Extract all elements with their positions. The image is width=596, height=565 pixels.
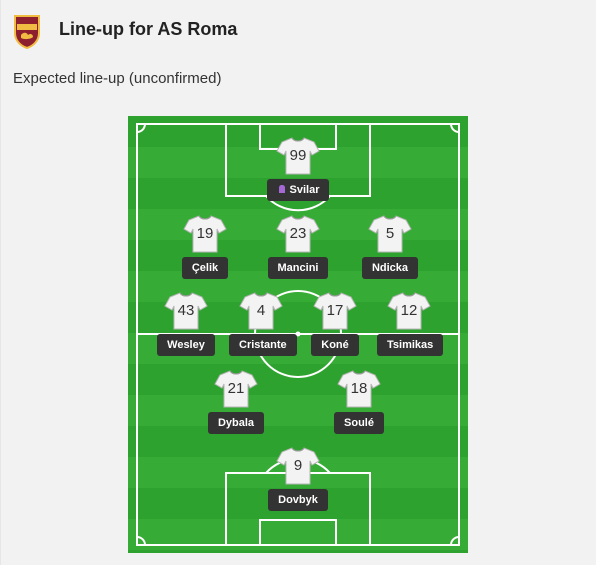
player-name-label: Mancini xyxy=(267,257,329,279)
shirt-icon: 99 xyxy=(276,136,320,176)
player-name: Tsimikas xyxy=(387,339,434,351)
shirt-number: 19 xyxy=(196,225,214,242)
player-name-label: Wesley xyxy=(157,334,215,356)
shirt-number: 43 xyxy=(177,302,195,319)
shirt-icon: 9 xyxy=(276,446,320,486)
player-name-label: Soulé xyxy=(334,412,384,434)
shirt-icon: 23 xyxy=(276,214,320,254)
shirt-number: 99 xyxy=(289,147,307,164)
shirt-icon: 17 xyxy=(313,291,357,331)
player-name: Wesley xyxy=(167,339,205,351)
shirt-number: 17 xyxy=(326,302,344,319)
shirt-number: 18 xyxy=(350,380,368,397)
shirt-icon: 4 xyxy=(239,291,283,331)
shirt-number: 23 xyxy=(289,225,307,242)
shirt-icon: 19 xyxy=(183,214,227,254)
shirt-number: 4 xyxy=(256,302,266,319)
shirt-icon: 18 xyxy=(337,369,381,409)
player-name-label: Cristante xyxy=(229,334,297,356)
goalkeeper-glove-icon xyxy=(277,184,290,196)
player-name: Mancini xyxy=(277,262,319,274)
player-name: Dybala xyxy=(217,417,255,429)
shirt-icon: 12 xyxy=(387,291,431,331)
player-name-label: Çelik xyxy=(181,257,229,279)
player-name: Ndicka xyxy=(371,262,409,274)
player-name-label: Svilar xyxy=(266,179,330,201)
player-name-label: Ndicka xyxy=(361,257,419,279)
page-title: Line-up for AS Roma xyxy=(59,19,238,39)
shirt-number: 5 xyxy=(385,225,395,242)
player-name: Cristante xyxy=(239,339,287,351)
player-name: Dovbyk xyxy=(278,494,318,506)
shirt-icon: 21 xyxy=(214,369,258,409)
player-name: Svilar xyxy=(289,184,320,196)
shirt-number: 9 xyxy=(293,457,303,474)
lineup-status: Expected line-up (unconfirmed) xyxy=(13,70,222,87)
player-name: Çelik xyxy=(191,262,219,274)
player-name-label: Koné xyxy=(311,334,359,356)
player-name-label: Dybala xyxy=(207,412,265,434)
as-roma-crest-icon xyxy=(14,15,40,49)
lineup-header: Line-up for AS Roma xyxy=(1,0,596,62)
shirt-icon: 5 xyxy=(368,214,412,254)
shirt-icon: 43 xyxy=(164,291,208,331)
player-name: Koné xyxy=(321,339,349,351)
player-name-label: Tsimikas xyxy=(377,334,444,356)
player-name-label: Dovbyk xyxy=(268,489,328,511)
shirt-number: 12 xyxy=(400,302,418,319)
shirt-number: 21 xyxy=(227,380,245,397)
player-name: Soulé xyxy=(344,417,374,429)
